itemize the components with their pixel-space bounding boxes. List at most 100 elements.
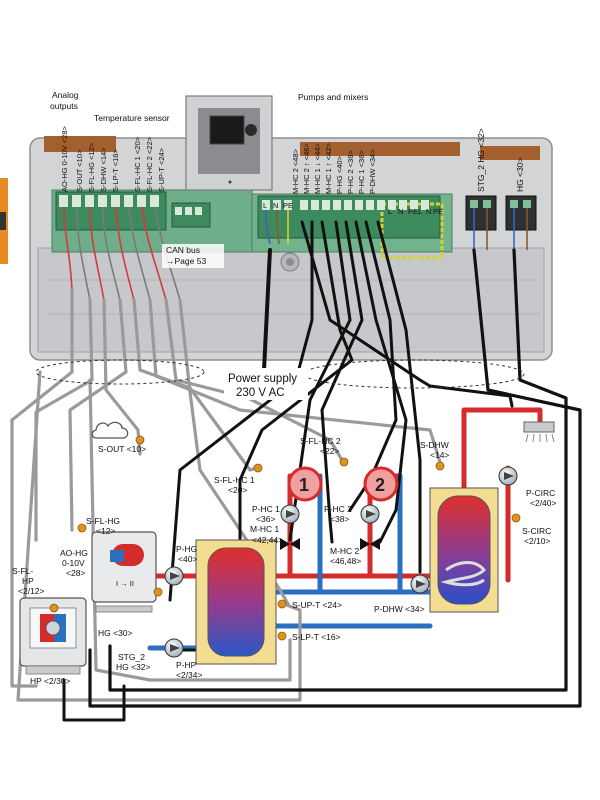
terminal-label: STG_2 HG <32> xyxy=(476,128,486,192)
label-p-hp-id: <2/34> xyxy=(176,670,203,680)
heat-pump xyxy=(19,597,87,675)
label-p-hc2: P-HC 2 xyxy=(324,504,352,514)
label-p-hg-id: <40> xyxy=(178,554,197,564)
terminal-labels-left: AO-HG 0-10V <28> S-OUT <10> S-FL-HG <12>… xyxy=(60,126,166,192)
heating-circuit-1 xyxy=(287,466,323,502)
strip-letter: L xyxy=(388,207,392,216)
label-p-hp: P-HP xyxy=(176,660,197,670)
header-temperature-sensor: Temperature sensor xyxy=(94,113,170,123)
circuit-1-number: 1 xyxy=(299,475,309,495)
sensor-dots xyxy=(49,435,521,641)
dhw-tank xyxy=(429,487,499,613)
strip-letter: N xyxy=(398,207,403,216)
sensor-s-fl-hg-icon xyxy=(77,523,87,533)
label-s-out: S-OUT <10> xyxy=(98,444,146,454)
header-analog-outputs-1: Analog xyxy=(52,90,79,100)
terminal-label: P-HC 2 <38> xyxy=(346,150,355,194)
label-m-hc2-id: <46,48> xyxy=(330,556,361,566)
label-s-fl-hp-id: <2/12> xyxy=(18,586,45,596)
wires xyxy=(10,220,582,722)
can-bus-label: CAN bus xyxy=(166,245,200,255)
label-s-fl-hc2-id: <22> xyxy=(320,446,339,456)
terminal-label: M-HC 2 <48> xyxy=(291,148,300,194)
terminal-block-left xyxy=(55,191,167,231)
power-supply-voltage: 230 V AC xyxy=(236,387,285,399)
terminal-label: P-DHW <34> xyxy=(368,149,377,194)
label-p-hc2-id: <38> xyxy=(330,514,349,524)
rotary-knob-icon xyxy=(245,124,257,136)
power-supply-label: Power supply xyxy=(228,373,297,385)
terminal-label: S-DHW <14> xyxy=(99,147,108,192)
can-bus-page-ref: →Page 53 xyxy=(166,256,206,266)
pump-p-hc2-icon xyxy=(360,504,380,524)
label-s-fl-hp-2: HP xyxy=(22,576,34,586)
sensor-s-fl-hc2-icon xyxy=(339,457,349,467)
strip-letter: PE xyxy=(283,201,293,210)
label-s-circ: S-CIRC xyxy=(522,526,551,536)
shower-icon xyxy=(523,421,555,443)
terminal-block-far xyxy=(465,195,537,231)
sensor-s-fl-hp-icon xyxy=(49,603,59,613)
terminal-label: S-FL-HG <12> xyxy=(87,142,96,192)
gas-boiler xyxy=(91,531,157,613)
display-module xyxy=(185,95,273,191)
boiler-mode-label: I → II xyxy=(116,579,134,588)
label-s-fl-hg-id: <12> xyxy=(96,526,115,536)
can-bus-terminal xyxy=(171,202,211,228)
mixer-valve-2-icon xyxy=(360,538,380,550)
strip-letter: N xyxy=(273,201,278,210)
sensor-ao-hg-icon xyxy=(153,587,163,597)
label-ao-hg-id: <28> xyxy=(66,568,85,578)
terminal-label: M-HC 1 ↑ <42> xyxy=(324,143,333,194)
sensor-s-out-icon xyxy=(135,435,145,445)
outdoor-sensor-cloud-icon xyxy=(91,421,129,439)
label-p-dhw: P-DHW <34> xyxy=(374,604,425,614)
terminal-label: P-HG <40> xyxy=(335,155,344,194)
terminal-labels-right: M-HC 2 <48> M-HC 2 ↑ <46> M-HC 1 ↓ <44> … xyxy=(291,143,377,194)
terminal-labels-far: STG_2 HG <32> HG <30> xyxy=(476,128,525,192)
inner-wires xyxy=(63,206,528,301)
label-stg2-id: HG <32> xyxy=(116,662,151,672)
strip-letter: PE xyxy=(408,207,418,216)
terminal-label: AO-HG 0-10V <28> xyxy=(60,126,69,192)
cable-bundle-ellipse-right xyxy=(303,359,525,389)
label-ao-hg-range: 0-10V xyxy=(62,558,85,568)
mixer-valve-1-icon xyxy=(280,538,300,550)
cable-gland xyxy=(280,252,300,272)
terminal-label: S-UP-T <24> xyxy=(157,147,166,192)
strip-letter: PE xyxy=(433,207,443,216)
strip-letter: L xyxy=(263,201,267,210)
label-stg2: STG_2 xyxy=(118,652,145,662)
label-p-circ-id: <2/40> xyxy=(530,498,557,508)
pump-p-hc1-icon xyxy=(280,504,300,524)
label-s-fl-hg: S-FL-HG xyxy=(86,516,120,526)
circuit-2-number: 2 xyxy=(375,475,385,495)
sensor-s-fl-hc1-icon xyxy=(253,463,263,473)
label-s-fl-hp: S-FL- xyxy=(12,566,33,576)
label-s-circ-id: <2/10> xyxy=(524,536,551,546)
heating-circuit-2 xyxy=(363,466,399,502)
label-ao-hg: AO-HG xyxy=(60,548,88,558)
buffer-tank xyxy=(195,539,277,665)
label-p-hc1: P-HC 1 xyxy=(252,504,280,514)
terminal-label: S-LP-T <16> xyxy=(111,149,120,192)
label-s-fl-hc1: S-FL-HC 1 xyxy=(214,475,255,485)
label-m-hc1-id: <42,44> xyxy=(252,535,283,545)
pump-p-dhw-icon xyxy=(410,574,430,594)
sensor-s-dhw-icon xyxy=(435,461,445,471)
pump-p-circ-icon xyxy=(498,466,518,486)
label-p-circ: P-CIRC xyxy=(526,488,555,498)
terminal-label: P-HC 1 <36> xyxy=(357,150,366,194)
terminal-label: HG <30> xyxy=(515,157,525,192)
strip-letter: N xyxy=(426,207,431,216)
label-hp: HP <2/30> xyxy=(30,676,71,686)
label-s-fl-hc1-id: <20> xyxy=(228,485,247,495)
terminal-label: M-HC 1 ↓ <44> xyxy=(313,143,322,194)
label-m-hc1: M-HC 1 xyxy=(250,524,280,534)
label-s-lp-t: S-LP-T <16> xyxy=(292,632,341,642)
sensor-s-circ-icon xyxy=(511,513,521,523)
label-s-dhw: S-DHW xyxy=(420,440,449,450)
terminal-label: S-FL-HC 1 <20> xyxy=(133,136,142,192)
label-s-fl-hc2: S-FL-HC 2 xyxy=(300,436,341,446)
